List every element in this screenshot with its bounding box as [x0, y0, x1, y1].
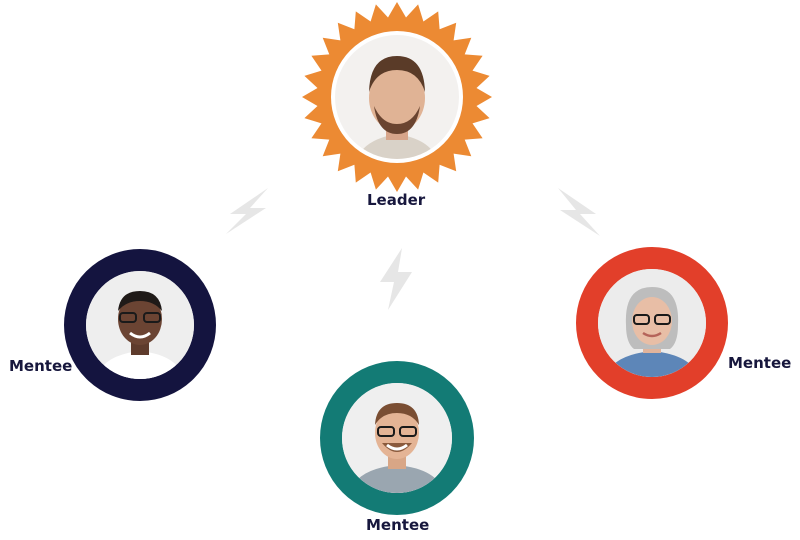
leader-badge	[302, 2, 492, 192]
mentee-bottom-avatar	[342, 383, 452, 493]
lightning-bolt-icon	[226, 188, 268, 234]
lightning-bolt-icon	[558, 188, 600, 236]
leader-avatar	[335, 35, 459, 159]
mentee-left-label: Mentee	[9, 357, 73, 375]
mentee-bottom-label: Mentee	[366, 516, 430, 534]
mentee-right-ring	[576, 247, 728, 399]
mentee-left-avatar	[86, 271, 194, 379]
mentee-left-ring	[64, 249, 216, 401]
mentee-bottom-ring	[320, 361, 474, 515]
mentee-right-label: Mentee	[728, 354, 792, 372]
lightning-bolt-icon	[380, 248, 412, 310]
mentee-right-avatar	[598, 269, 706, 377]
leader-label: Leader	[367, 191, 426, 209]
